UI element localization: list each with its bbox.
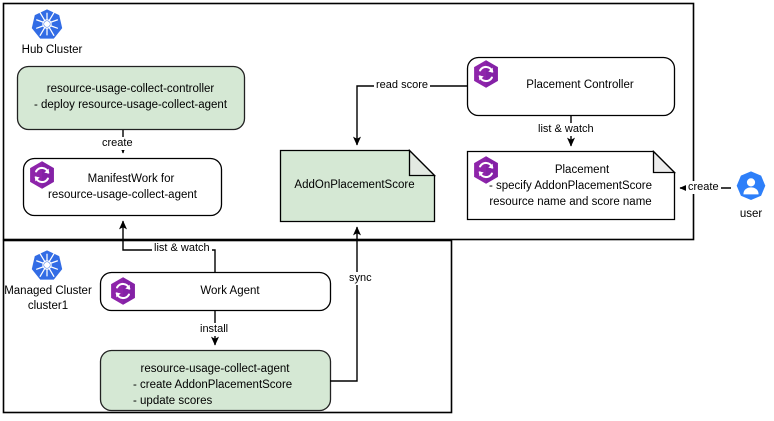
placement-controller-label: Placement Controller <box>526 79 634 91</box>
connector-read-score <box>353 85 467 146</box>
node-addon-placement-score[interactable] <box>279 149 436 223</box>
ocm-icon <box>27 160 57 190</box>
node-resource-usage-collect-controller[interactable] <box>16 65 246 131</box>
managed-cluster-label-line1: Managed Cluster <box>4 285 92 297</box>
user-icon[interactable] <box>733 170 769 206</box>
edge-label-install: install <box>198 323 231 336</box>
edge-label-list-watch-manifestwork: list & watch <box>152 242 212 255</box>
placement-line3: resource name and score name <box>489 196 652 208</box>
edge-label-create-placement: create <box>686 181 721 194</box>
node-placement-controller[interactable] <box>466 56 676 117</box>
manifestwork-line2: resource-usage-collect-agent <box>48 189 197 201</box>
node-addon-placement-score-fold <box>408 148 437 177</box>
node-placement-fold <box>652 149 677 174</box>
node-placement[interactable] <box>466 150 676 221</box>
managed-cluster-label-line2: cluster1 <box>27 300 69 312</box>
ocm-icon <box>108 276 138 306</box>
hub-cluster-label: Hub Cluster <box>21 44 83 56</box>
edge-label-read-score: read score <box>374 79 430 92</box>
resource-usage-collect-agent-line3: - update scores <box>133 395 213 407</box>
placement-line2: - specify AddonPlacementScore <box>488 180 652 192</box>
kubernetes-icon <box>31 249 63 281</box>
manifestwork-line1: ManifestWork for <box>87 173 175 185</box>
ocm-icon <box>471 155 501 185</box>
edge-label-sync: sync <box>347 272 374 285</box>
edge-label-list-watch-placement: list & watch <box>536 123 596 136</box>
resource-usage-collect-agent-line2: - create AddonPlacementScore <box>133 379 293 391</box>
work-agent-label: Work Agent <box>200 285 260 297</box>
kubernetes-icon <box>31 8 63 40</box>
resource-usage-collect-controller-line2: - deploy resource-usage-collect-agent <box>33 99 228 111</box>
edge-label-create-manifestwork: create <box>100 137 135 150</box>
addon-placement-score-label: AddOnPlacementScore <box>294 179 415 191</box>
resource-usage-collect-controller-line1: resource-usage-collect-controller <box>46 83 215 95</box>
resource-usage-collect-agent-line1: resource-usage-collect-agent <box>140 363 290 375</box>
user-label: user <box>739 208 763 220</box>
placement-line1: Placement <box>554 164 610 176</box>
ocm-icon <box>471 59 501 89</box>
node-manifestwork[interactable] <box>22 157 223 217</box>
